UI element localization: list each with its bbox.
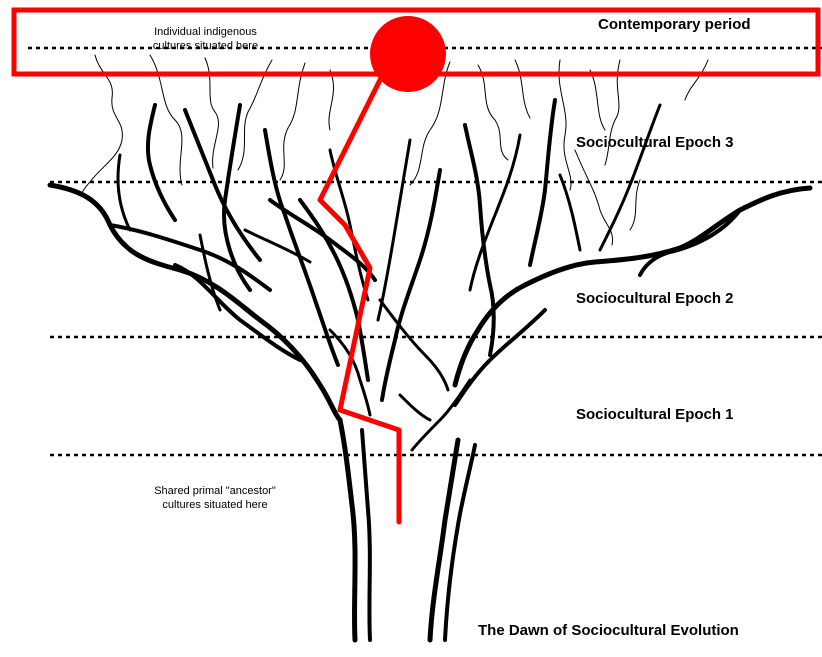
epoch1-label: Sociocultural Epoch 1 <box>576 406 734 423</box>
ancestor-note-line2: cultures situated here <box>120 498 310 512</box>
indigenous-note-line2: cultures situated here <box>118 39 293 53</box>
dawn-label: The Dawn of Sociocultural Evolution <box>478 622 739 639</box>
indigenous-cultures-note: Individual indigenous cultures situated … <box>118 25 293 53</box>
epoch3-label: Sociocultural Epoch 3 <box>576 134 734 151</box>
ancestor-cultures-note: Shared primal "ancestor" cultures situat… <box>120 484 310 512</box>
ancestor-note-line1: Shared primal "ancestor" <box>120 484 310 498</box>
culture-marker-circle <box>370 16 446 92</box>
epoch2-label: Sociocultural Epoch 2 <box>576 290 734 307</box>
indigenous-note-line1: Individual indigenous <box>118 25 293 39</box>
contemporary-period-label: Contemporary period <box>598 16 751 33</box>
epoch-boundary-lines <box>28 48 822 455</box>
